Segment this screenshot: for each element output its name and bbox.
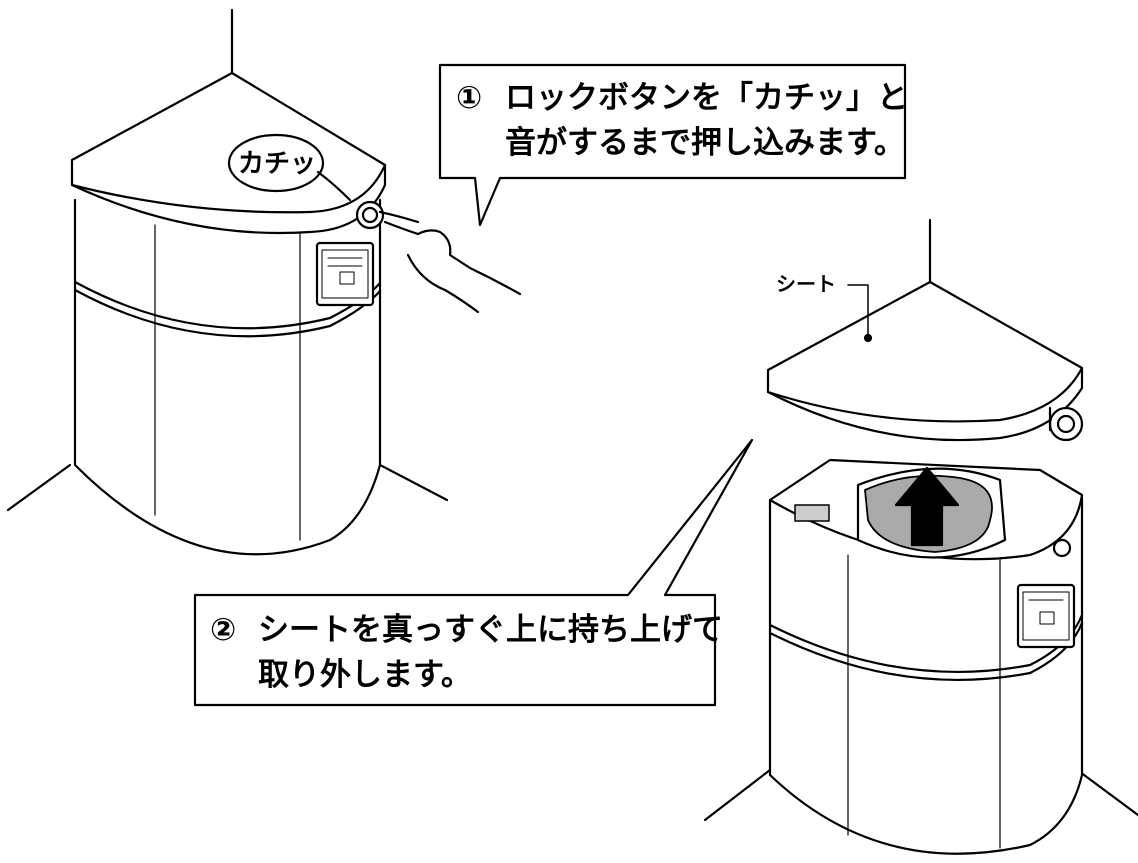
seat-top <box>70 71 387 235</box>
step1-line1: ロックボタンを「カチッ」と <box>505 80 908 116</box>
hand-fingers <box>378 210 480 314</box>
nameplate-inner <box>321 249 369 299</box>
left-toilet-unit <box>6 8 522 556</box>
seat-label: シート <box>776 272 836 296</box>
seat-edge <box>70 163 387 214</box>
step1-number: ① <box>456 80 482 116</box>
seat-label-leader <box>847 284 869 339</box>
lock-button-inner <box>361 206 379 224</box>
lifted-seat <box>766 280 1084 442</box>
cabinet-body <box>73 198 382 556</box>
floor-line-right <box>1078 770 1138 817</box>
callout-box-step1 <box>438 63 907 227</box>
lift-up-arrow <box>894 466 960 547</box>
step2-line1: シートを真っすぐ上に持ち上げて <box>258 612 723 648</box>
lock-button <box>355 200 385 230</box>
step1-line2: 音がするまで押し込みます。 <box>505 125 905 161</box>
step2-number: ② <box>210 612 236 648</box>
lock-button <box>1052 538 1072 558</box>
click-bubble <box>227 133 325 193</box>
callout-box-step2 <box>193 438 754 707</box>
pressing-hand <box>383 220 522 296</box>
nameplate <box>1016 583 1076 649</box>
click-sound-label: カチッ <box>238 149 316 179</box>
floor-line-left <box>6 463 72 512</box>
seat-edge <box>766 366 1084 423</box>
seat-hinge <box>1048 406 1084 442</box>
body-seam-2 <box>73 288 382 338</box>
floor-line-right <box>378 463 449 502</box>
right-toilet-unit <box>703 218 1138 855</box>
step2-line2: 取り外します。 <box>258 657 472 693</box>
nameplate <box>315 241 375 307</box>
vent-grille <box>794 504 830 522</box>
click-bubble-tail <box>316 170 352 202</box>
floor-line-left <box>703 768 772 822</box>
